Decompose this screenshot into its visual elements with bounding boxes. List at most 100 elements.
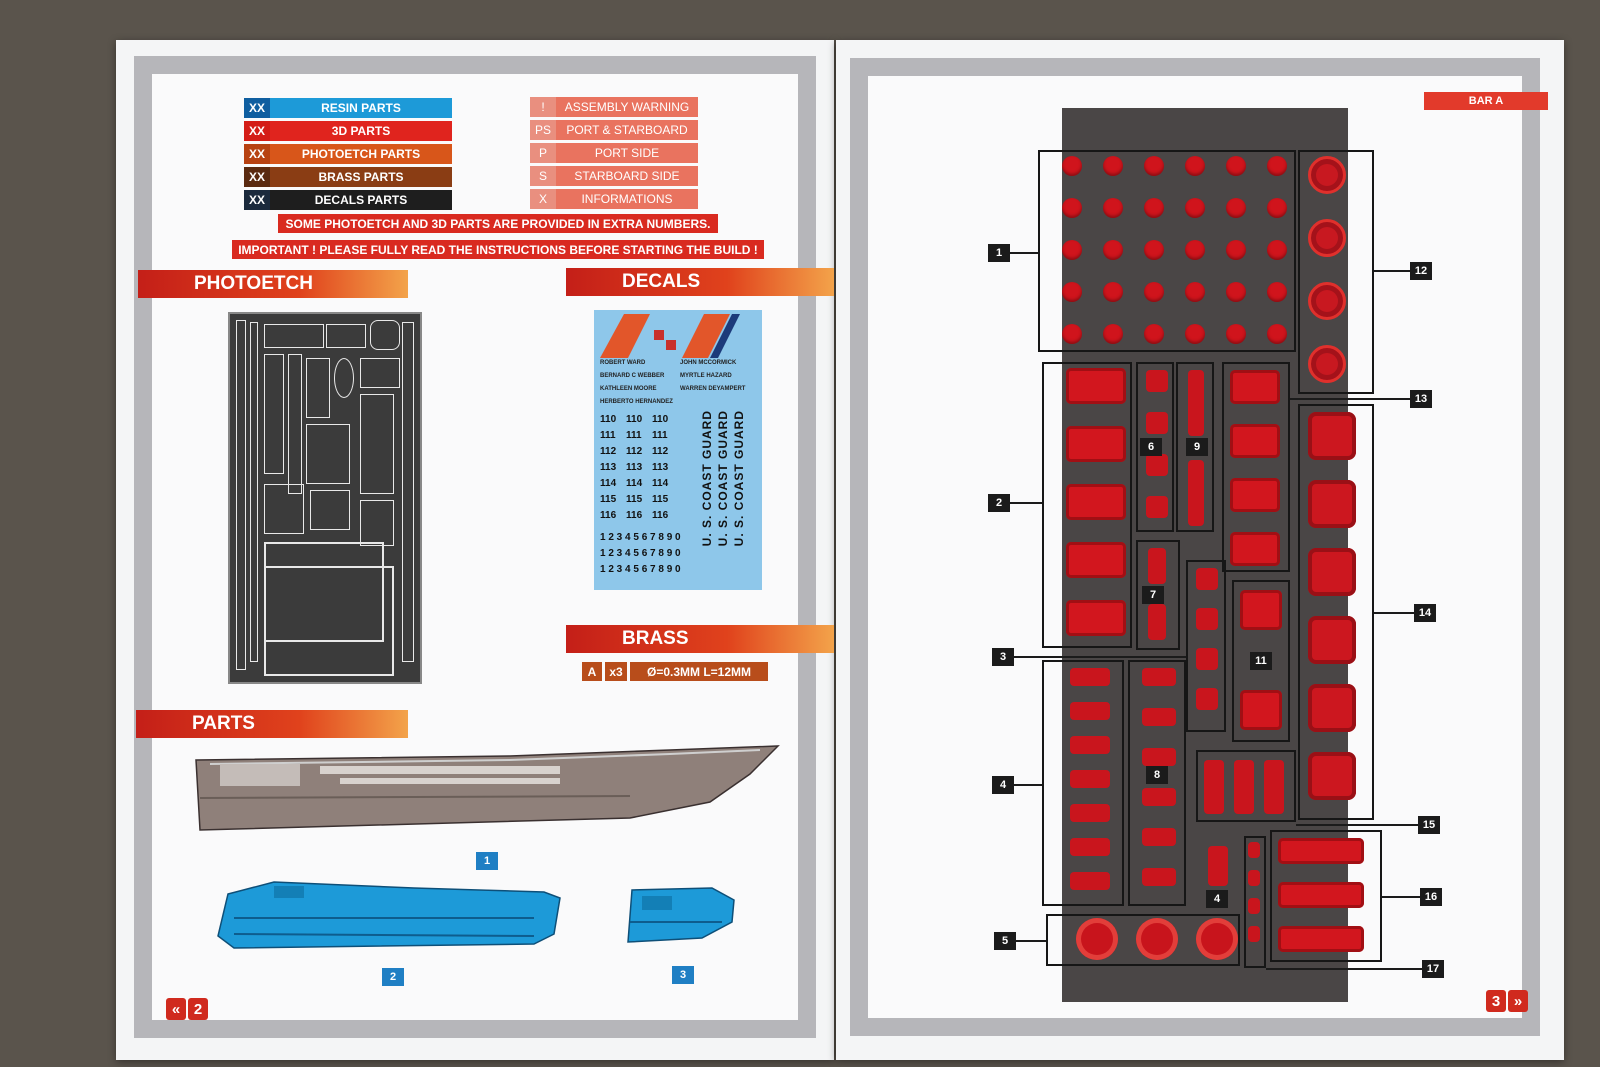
part-group-4-box — [1042, 660, 1124, 906]
legend-label: RESIN PARTS — [270, 98, 452, 118]
important-notice: IMPORTANT ! PLEASE FULLY READ THE INSTRU… — [232, 240, 764, 259]
resin-small-part — [1248, 842, 1260, 858]
resin-rect-part — [1240, 590, 1282, 630]
brass-qty: x3 — [605, 662, 627, 681]
callout-15: 15 — [1418, 816, 1440, 834]
callout-leader-line — [1382, 896, 1420, 898]
resin-dot-part — [1185, 156, 1205, 176]
resin-rect-part — [1230, 478, 1280, 512]
resin-small-part — [1070, 838, 1110, 856]
resin-small-part — [1070, 668, 1110, 686]
resin-small-part — [1234, 760, 1254, 814]
resin-dot-part — [1267, 282, 1287, 302]
callout-leader-line — [1266, 968, 1422, 970]
resin-small-part — [1142, 868, 1176, 886]
page-nav-right: 3 » — [1486, 990, 1528, 1012]
resin-dot-part — [1267, 240, 1287, 260]
part-group-3-box — [1186, 560, 1226, 732]
resin-dot-part — [1185, 282, 1205, 302]
decal-stripe-graphic — [600, 314, 740, 358]
brass-header: BRASS — [566, 625, 834, 653]
decal-hull-number: 114 — [652, 478, 669, 489]
legend-label: PORT SIDE — [556, 143, 698, 163]
resin-round-part — [1136, 918, 1178, 960]
decal-digit-row: 1 2 3 4 5 6 7 8 9 0 — [600, 564, 681, 575]
resin-hatch-part — [1308, 684, 1356, 732]
page-number-left: 2 — [188, 998, 208, 1020]
resin-small-part — [1070, 702, 1110, 720]
resin-dot-part — [1144, 324, 1164, 344]
callout-leader-line — [1014, 784, 1042, 786]
decals-header: DECALS — [566, 268, 834, 296]
callout-11: 11 — [1250, 652, 1272, 670]
decal-hull-number: 112 — [652, 446, 669, 457]
cabin-part-drawing — [627, 887, 735, 943]
decal-name-left: ROBERT WARD — [600, 360, 646, 366]
legend-code: PS — [530, 120, 556, 140]
callout-leader-line — [1290, 398, 1410, 400]
resin-small-part — [1146, 412, 1168, 434]
resin-dot-part — [1226, 282, 1246, 302]
resin-disc-part — [1308, 219, 1346, 257]
resin-small-part — [1196, 568, 1218, 590]
decal-hull-number: 113 — [626, 462, 643, 473]
legend-label: 3D PARTS — [270, 121, 452, 141]
resin-dot-part — [1103, 198, 1123, 218]
resin-rect-part — [1066, 426, 1126, 462]
legend-label: PORT & STARBOARD — [556, 120, 698, 140]
callout-13: 13 — [1410, 390, 1432, 408]
decal-hull-number: 114 — [626, 478, 643, 489]
decal-hull-number: 115 — [652, 494, 669, 505]
decal-coast-guard-1: U. S. COAST GUARD — [700, 410, 714, 547]
resin-dot-part — [1226, 324, 1246, 344]
resin-small-part — [1188, 460, 1204, 526]
resin-small-part — [1142, 748, 1176, 766]
brass-code: A — [582, 662, 602, 681]
resin-dot-part — [1144, 240, 1164, 260]
resin-small-part — [1196, 608, 1218, 630]
legend-code: ! — [530, 97, 556, 117]
callout-8: 8 — [1146, 766, 1168, 784]
part-group-7-box — [1136, 540, 1180, 650]
decal-digit-row: 1 2 3 4 5 6 7 8 9 0 — [600, 532, 681, 543]
callout-5: 5 — [994, 932, 1016, 950]
double-chevron-right-icon[interactable]: » — [1508, 990, 1528, 1012]
decal-hull-number: 115 — [626, 494, 643, 505]
page-nav-left: « 2 — [166, 998, 208, 1020]
part-group-11-box — [1232, 580, 1290, 742]
legend-label: BRASS PARTS — [270, 167, 452, 187]
part-3-tag: 3 — [672, 966, 694, 984]
resin-hatch-part — [1308, 412, 1356, 460]
resin-small-part — [1070, 736, 1110, 754]
photoetch-header: PHOTOETCH — [138, 270, 408, 298]
part-group-12-box — [1298, 150, 1374, 394]
decal-name-right: MYRTLE HAZARD — [680, 373, 732, 379]
decal-hull-number: 110 — [600, 414, 617, 425]
resin-dot-part — [1103, 324, 1123, 344]
decal-hull-number: 116 — [626, 510, 643, 521]
callout-leader-line — [1374, 612, 1414, 614]
resin-rect-part — [1066, 600, 1126, 636]
legend-label: ASSEMBLY WARNING — [556, 97, 698, 117]
callout-16: 16 — [1420, 888, 1442, 906]
double-chevron-left-icon[interactable]: « — [166, 998, 186, 1020]
resin-dot-part — [1267, 324, 1287, 344]
callout-4: 4 — [1206, 890, 1228, 908]
resin-rect-part — [1230, 424, 1280, 458]
resin-small-part — [1148, 548, 1166, 584]
resin-small-part — [1146, 496, 1168, 518]
part-group-15-box — [1196, 750, 1296, 822]
deck-part-drawing — [217, 881, 561, 949]
resin-dot-part — [1226, 156, 1246, 176]
resin-rect-part — [1230, 370, 1280, 404]
resin-hatch-part — [1308, 480, 1356, 528]
resin-dot-part — [1185, 324, 1205, 344]
part-group-5-box — [1046, 914, 1240, 966]
